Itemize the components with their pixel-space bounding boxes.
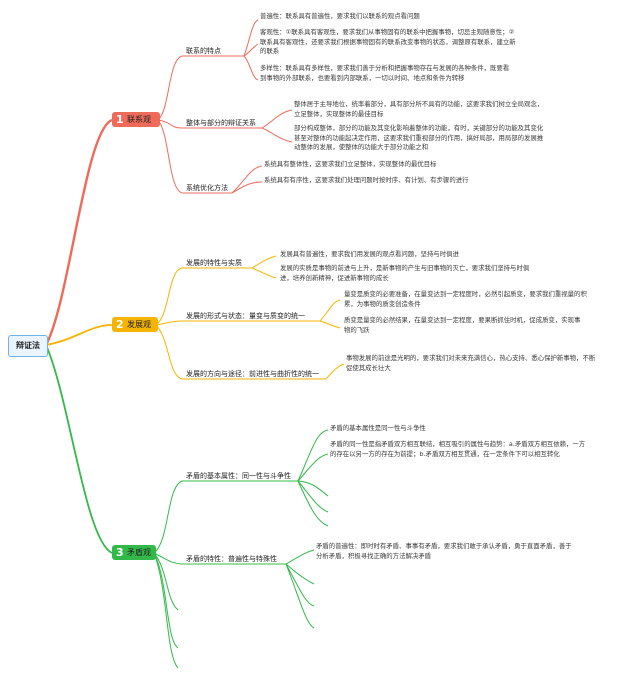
branch-system-optimization[interactable]: 系统优化方法 xyxy=(186,184,228,192)
contradiction-branch-connectors xyxy=(153,429,329,669)
root-to-relation-connector xyxy=(44,118,113,346)
branch-universality-particularity[interactable]: 矛盾的特性：普遍性与特殊性 xyxy=(186,555,277,563)
development-branch-connectors xyxy=(155,255,345,380)
branch-identity-and-struggle[interactable]: 矛盾的基本属性：同一性与斗争性 xyxy=(186,472,291,480)
branch-quantitative-qualitative[interactable]: 发展的形式与状态：量变与质变的统一 xyxy=(186,312,305,320)
root-to-contradiction-connector xyxy=(45,344,113,554)
branch-relation-characteristics[interactable]: 联系的特点 xyxy=(186,47,221,55)
topic-number: 1 xyxy=(116,113,124,126)
root-node[interactable]: 辩证法 xyxy=(8,335,48,357)
branch-whole-and-part[interactable]: 整体与部分的辩证关系 xyxy=(186,119,256,127)
topic-number: 3 xyxy=(116,546,124,559)
relation-branch-connectors xyxy=(157,19,293,194)
branch-development-nature[interactable]: 发展的特性与实质 xyxy=(186,259,242,267)
topic-label: 发展观 xyxy=(127,320,151,329)
branch-direction-and-path[interactable]: 发展的方向与途径：前进性与曲折性的统一 xyxy=(186,370,319,378)
topic-label: 联系观 xyxy=(127,115,151,124)
leaf-quantitative-change[interactable]: 量变是质变的必要准备，在量变达到一定程度时，必然引起质变，要求我们重视量的积累，… xyxy=(344,290,587,308)
topic-number: 2 xyxy=(116,318,124,331)
leaf-system-integrity[interactable]: 系统具有整体性，这要求我们立足整体，实现整体的最优目标 xyxy=(264,160,437,168)
root-to-development-connector xyxy=(45,324,113,346)
leaf-contradiction-universality[interactable]: 矛盾的普遍性：即时时有矛盾、事事有矛盾，要求我们敢于承认矛盾，勇于直面矛盾，善于… xyxy=(316,542,572,560)
leaf-part-constitutes[interactable]: 部分构成整体，部分的功能及其变化影响着整体的功能，有时，关键部分的功能及其变化甚… xyxy=(294,124,544,152)
leaf-qualitative-change[interactable]: 质变是量变的必然结果，在量变达到一定程度，要果断抓住时机，促成质变，实现事物的飞… xyxy=(344,316,581,334)
leaf-development-essence[interactable]: 发展的实质是事物的前进与上升，是新事物的产生与旧事物的灭亡，要求我们坚持与时俱进… xyxy=(280,264,530,282)
leaf-diversity[interactable]: 多样性：联系具有多样性，要求我们善于分析和把握事物存在与发展的各种条件，既要看到… xyxy=(260,64,510,82)
leaf-whole-dominant[interactable]: 整体居于主导地位，统率着部分，具有部分所不具有的功能，这要求我们树立全局观念，立… xyxy=(294,100,544,118)
topic-label: 矛盾观 xyxy=(127,548,151,557)
leaf-objectivity[interactable]: 客观性：①联系具有客观性，要求我们从事物固有的联系中把握事物，切忌主观随意性；②… xyxy=(260,28,516,56)
leaf-development-universal[interactable]: 发展具有普遍性，要求我们用发展的观点看问题，坚持与时俱进 xyxy=(280,250,459,258)
leaf-system-orderliness[interactable]: 系统具有有序性，这要求我们处理问题时按时序、有计划、有步骤的进行 xyxy=(264,176,469,184)
leaf-identity[interactable]: 矛盾的同一性是指矛盾双方相互联结，相互吸引的属性与趋势：a.矛盾双方相互依赖，一… xyxy=(330,440,586,458)
leaf-bright-future[interactable]: 事物发展的前途是光明的，要求我们对未来充满信心，热心支持、悉心保护新事物，不断促… xyxy=(346,354,596,372)
leaf-basic-attributes[interactable]: 矛盾的基本属性是同一性与斗争性 xyxy=(330,424,426,432)
leaf-universality[interactable]: 普遍性：联系具有普遍性，要求我们以联系的观点看问题 xyxy=(260,12,420,20)
